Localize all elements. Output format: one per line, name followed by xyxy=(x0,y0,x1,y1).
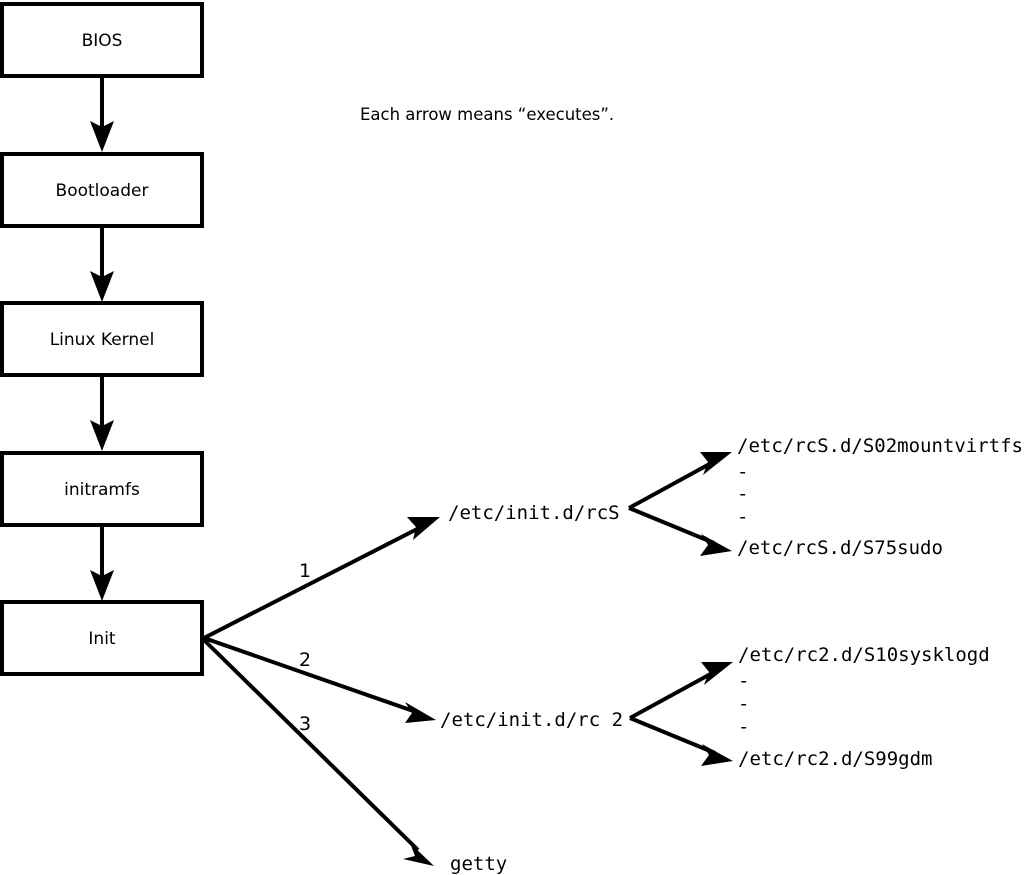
node-linux-kernel-label: Linux Kernel xyxy=(50,330,155,350)
label-rcs-first-script: /etc/rcS.d/S02mountvirtfs xyxy=(737,435,1023,457)
label-rc2-ellipsis-3: - xyxy=(738,716,749,738)
node-bootloader[interactable]: Bootloader xyxy=(0,152,204,228)
node-init-label: Init xyxy=(88,629,116,649)
arrow-init-to-rcs xyxy=(203,517,440,640)
label-rcs-ellipsis-1: - xyxy=(737,461,748,483)
arrow-bootloader-to-kernel xyxy=(90,226,114,302)
label-rcs-last-script: /etc/rcS.d/S75sudo xyxy=(737,537,943,559)
node-init-rect xyxy=(0,600,204,676)
arrow-kernel-to-initramfs xyxy=(90,375,114,451)
arrow-rcs-to-first-script xyxy=(628,452,732,510)
label-rcs-ellipsis-2: - xyxy=(737,483,748,505)
label-rcs-ellipsis-3: - xyxy=(737,506,748,528)
arrow-init-to-getty xyxy=(202,638,434,866)
edge-label-2: 2 xyxy=(299,649,311,671)
label-rc2-ellipsis-1: - xyxy=(738,670,749,692)
label-rc2-last-script: /etc/rc2.d/S99gdm xyxy=(738,748,932,770)
arrow-init-to-rc2 xyxy=(203,636,436,723)
arrow-initramfs-to-init xyxy=(90,525,114,601)
diagram-caption: Each arrow means “executes”. xyxy=(360,105,614,124)
arrow-rcs-to-last-script xyxy=(628,506,732,556)
label-init-d-rc2: /etc/init.d/rc 2 xyxy=(440,709,623,731)
node-initramfs-rect xyxy=(0,451,204,527)
node-initramfs-label: initramfs xyxy=(64,480,140,500)
node-linux-kernel[interactable]: Linux Kernel xyxy=(0,301,204,377)
node-init[interactable]: Init xyxy=(0,600,204,676)
node-bios-label: BIOS xyxy=(82,31,123,51)
node-bootloader-label: Bootloader xyxy=(56,181,149,201)
node-initramfs[interactable]: initramfs xyxy=(0,451,204,527)
label-rc2-ellipsis-2: - xyxy=(738,693,749,715)
node-bios[interactable]: BIOS xyxy=(0,2,204,78)
node-bios-rect xyxy=(0,2,204,78)
arrow-rc2-to-last-script xyxy=(629,716,733,766)
edge-label-3: 3 xyxy=(299,713,311,735)
label-getty: getty xyxy=(450,853,507,875)
label-init-d-rcs: /etc/init.d/rcS xyxy=(448,502,620,524)
arrow-bios-to-bootloader xyxy=(90,76,114,152)
arrow-rc2-to-first-script xyxy=(629,662,733,720)
label-rc2-first-script: /etc/rc2.d/S10sysklogd xyxy=(738,644,990,666)
edge-label-1: 1 xyxy=(299,560,311,582)
